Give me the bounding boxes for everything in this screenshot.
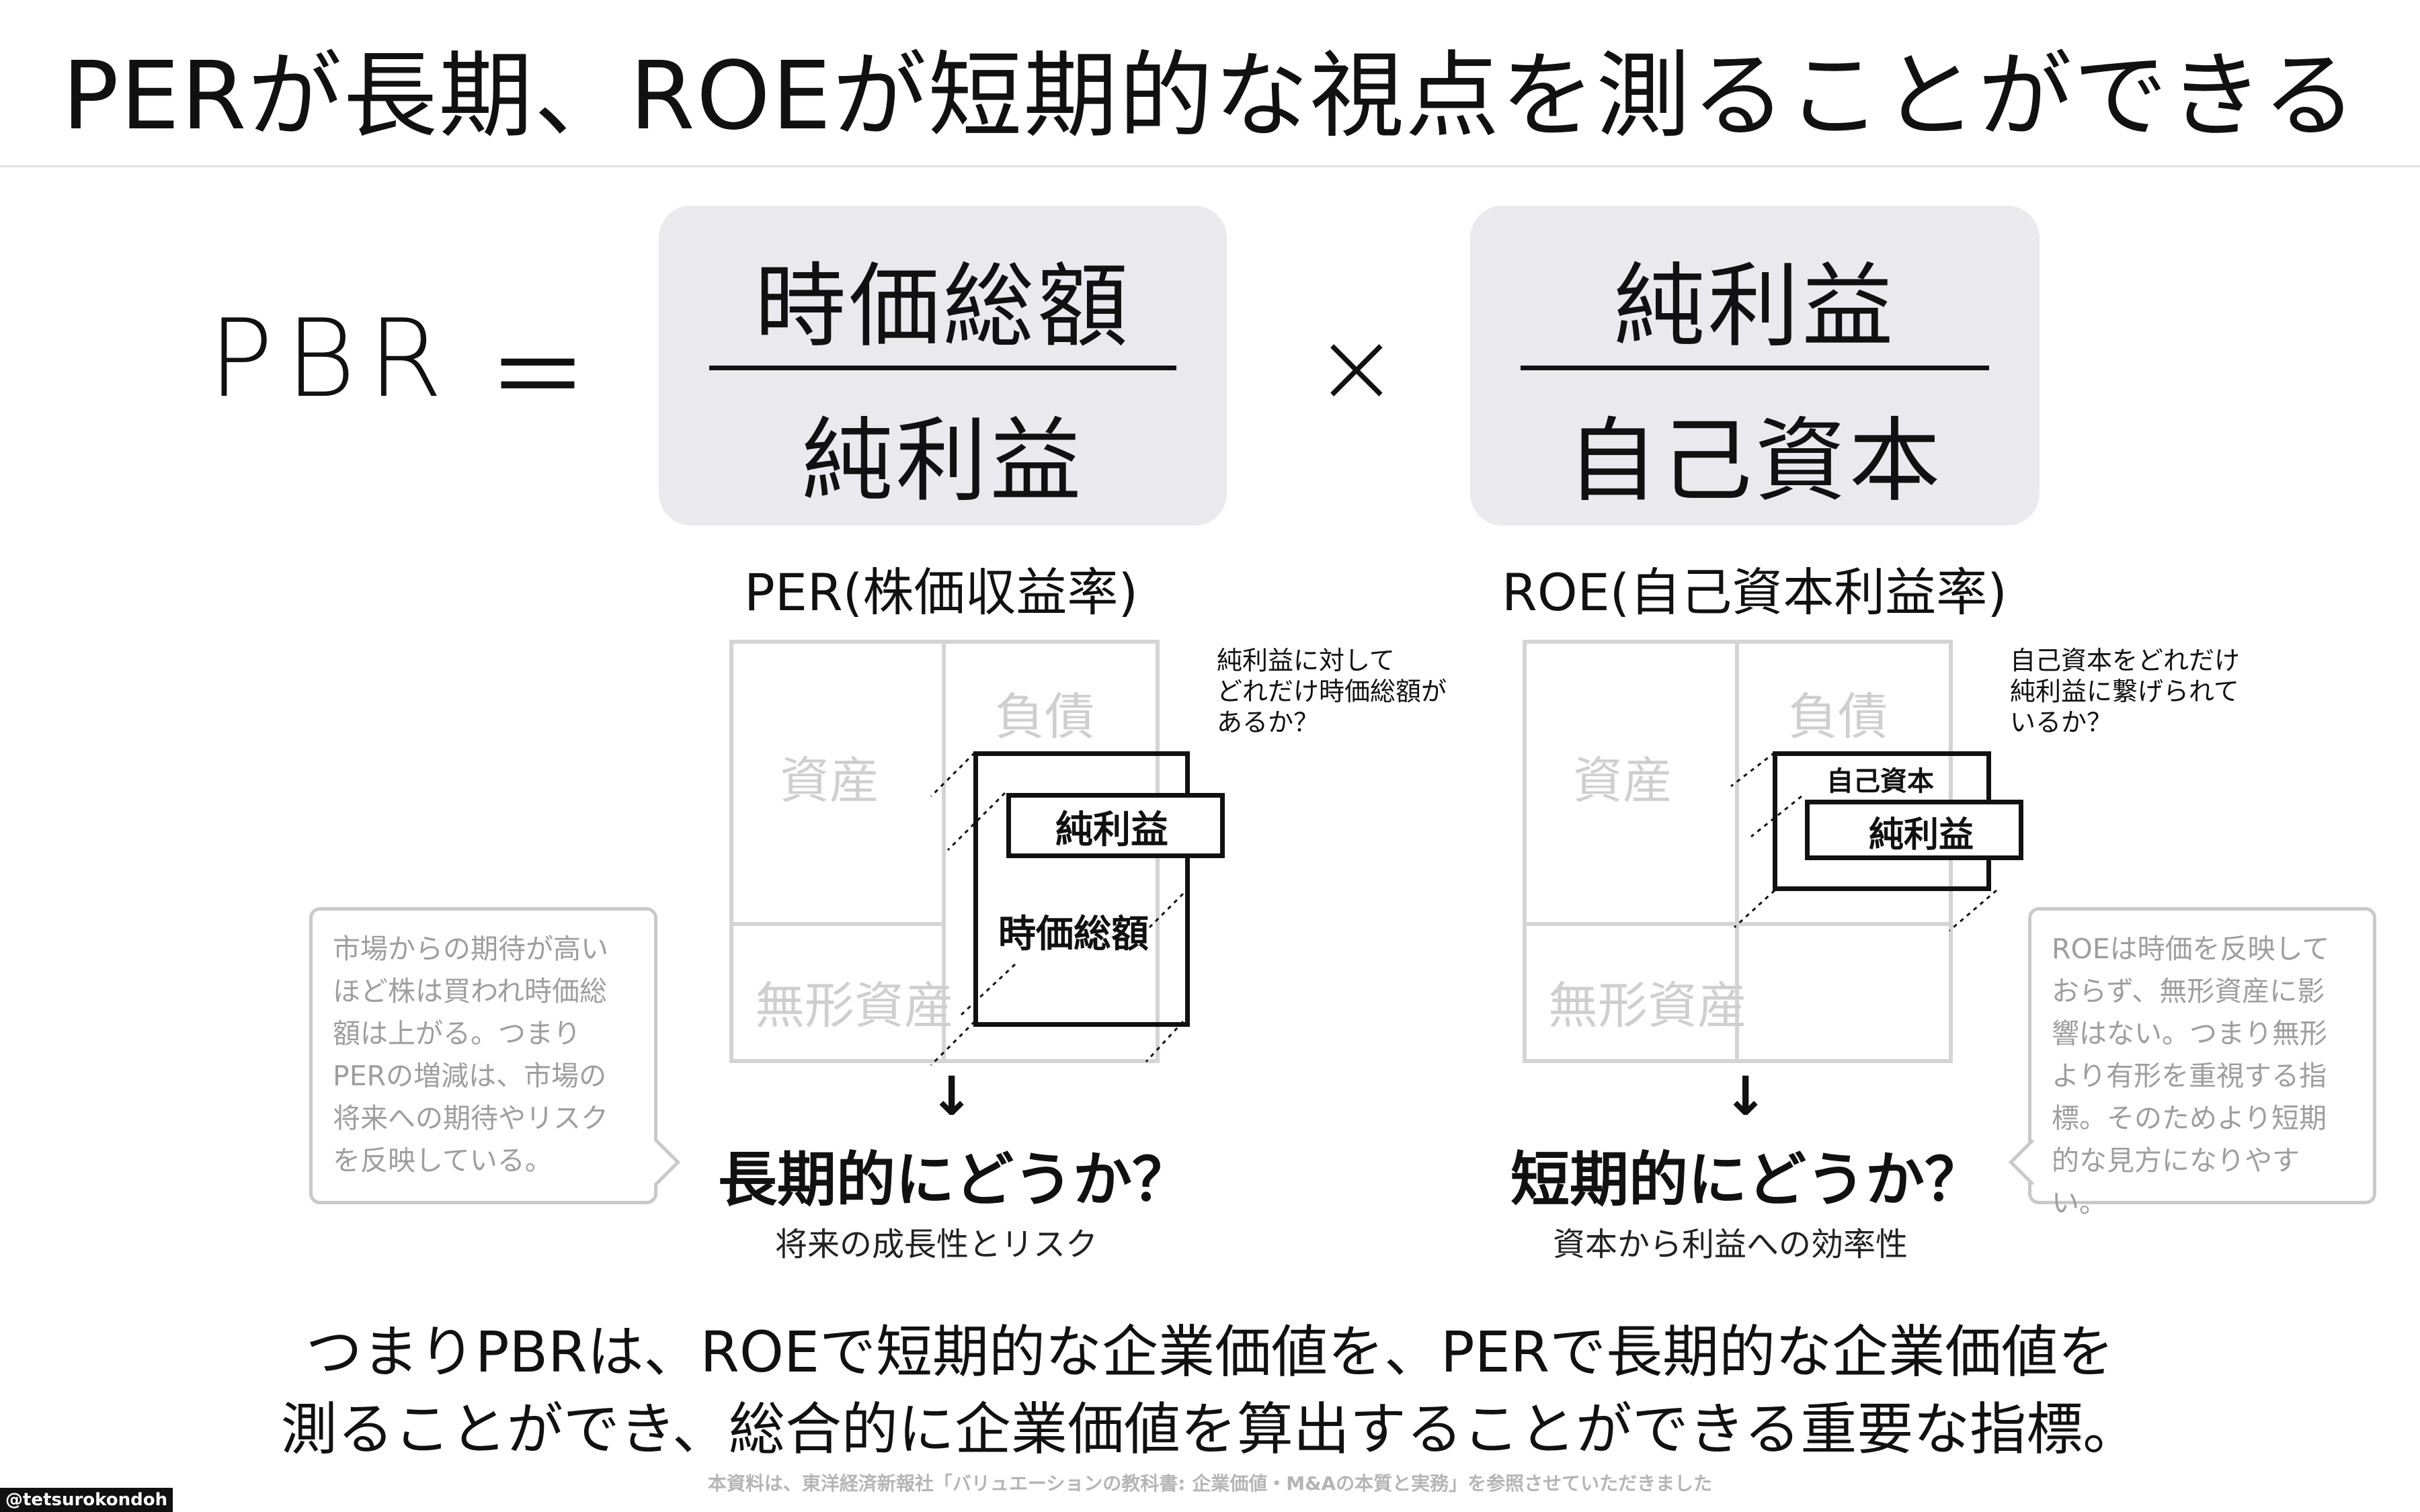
balance-sheet-divider [942, 640, 946, 1063]
per-denominator: 純利益 [801, 409, 1084, 515]
per-callout-line: 市場からの期待が高い [333, 933, 608, 965]
per-side-note: 純利益に対して どれだけ時価総額が あるか？ [1217, 645, 1447, 738]
per-callout-line: ほど株は買われ時価総 [333, 975, 607, 1007]
per-callout: 市場からの期待が高い ほど株は買われ時価総 額は上がる。つまり PERの増減は、… [309, 907, 657, 1204]
per-question: 長期的にどうか？ [718, 1145, 1192, 1214]
market-cap-box-label: 時価総額 [998, 913, 1149, 956]
net-income-frame [1006, 793, 1225, 858]
liabilities-label: 負債 [1788, 688, 1888, 746]
roe-side-note-line: 自己資本をどれだけ [2010, 646, 2241, 675]
source-note: 本資料は、東洋経済新報社「バリュエーションの教科書: 企業価値・M&Aの本質と実… [707, 1472, 1713, 1495]
roe-callout-line: ROEは時価を反映して [2052, 933, 2330, 965]
roe-projection-lines [1730, 751, 1997, 932]
roe-callout: ROEは時価を反映して おらず、無形資産に影 響はない。つまり無形 より有形を重… [2028, 907, 2376, 1219]
formula-equals: ＝ [487, 319, 589, 436]
per-label: PER(株価収益率) [744, 562, 1138, 622]
roe-side-note-line: いるか？ [2010, 708, 2113, 737]
fraction-bar [709, 366, 1176, 370]
intangible-assets-label: 無形資産 [1548, 977, 1747, 1035]
roe-fraction: 純利益 自己資本 [1470, 206, 2040, 526]
roe-callout-line: より有形を重視する指 [2052, 1060, 2327, 1092]
roe-side-note-line: 純利益に繋げられて [2010, 677, 2239, 706]
roe-label: ROE(自己資本利益率) [1502, 562, 2007, 622]
assets-label: 資産 [1573, 752, 1672, 810]
roe-numerator: 純利益 [1613, 254, 1896, 360]
net-income-frame [1805, 800, 2023, 860]
title-divider [0, 165, 2420, 167]
roe-balance-sheet: 資産 負債 無形資産 [1523, 640, 1953, 1063]
per-side-note-line: どれだけ時価総額が [1217, 677, 1447, 706]
per-callout-line: 将来への期待やリスク [333, 1102, 608, 1134]
per-callout-line: を反映している。 [333, 1144, 553, 1177]
intangible-assets-label: 無形資産 [755, 977, 954, 1035]
roe-callout-line: 的な見方になりやすい。 [2052, 1144, 2300, 1219]
per-subtitle: 将来の成長性とリスク [775, 1226, 1098, 1263]
per-side-note-line: 純利益に対して [1217, 646, 1395, 675]
roe-side-note: 自己資本をどれだけ 純利益に繋げられて いるか？ [2010, 645, 2240, 738]
per-side-note-line: あるか？ [1217, 708, 1320, 737]
net-income-box-label: 純利益 [1869, 815, 1974, 855]
fraction-bar [1521, 366, 1989, 370]
balance-sheet-divider [729, 922, 944, 926]
page-title: PERが長期、ROEが短期的な視点を測ることができる [62, 42, 2358, 151]
net-income-box-label: 純利益 [1055, 808, 1168, 852]
roe-callout-line: おらず、無形資産に影 [2052, 975, 2325, 1007]
per-balance-sheet: 資産 負債 無形資産 [729, 640, 1160, 1063]
conclusion-line: つまりPBRは、ROEで短期的な企業価値を、PERで長期的な企業価値を [305, 1319, 2115, 1385]
formula-pbr: PBR [208, 296, 455, 421]
roe-question: 短期的にどうか？ [1510, 1145, 1984, 1214]
formula-times: × [1314, 309, 1399, 426]
roe-callout-line: 標。そのためより短期 [2052, 1102, 2327, 1134]
conclusion-line: 測ることができ、総合的に企業価値を算出することができる重要な指標。 [280, 1396, 2140, 1462]
roe-callout-line: 響はない。つまり無形 [2052, 1017, 2327, 1050]
per-arrow-down: ↓ [929, 1065, 975, 1128]
per-numerator: 時価総額 [754, 254, 1131, 360]
roe-subtitle: 資本から利益への効率性 [1553, 1226, 1908, 1263]
market-cap-frame [973, 751, 1190, 1027]
roe-arrow-down: ↓ [1723, 1065, 1769, 1128]
per-callout-line: 額は上がる。つまり [333, 1017, 581, 1050]
author-handle: @tetsurokondoh [0, 1488, 173, 1512]
per-callout-line: PERの増減は、市場の [333, 1060, 607, 1092]
balance-sheet-divider [1523, 922, 1953, 926]
equity-box-label: 自己資本 [1826, 766, 1934, 797]
balance-sheet-divider [1735, 640, 1739, 1063]
assets-label: 資産 [780, 752, 879, 810]
per-fraction: 時価総額 純利益 [659, 206, 1227, 526]
liabilities-label: 負債 [995, 688, 1094, 746]
roe-denominator: 自己資本 [1566, 409, 1943, 515]
per-projection-lines [930, 751, 1184, 1066]
